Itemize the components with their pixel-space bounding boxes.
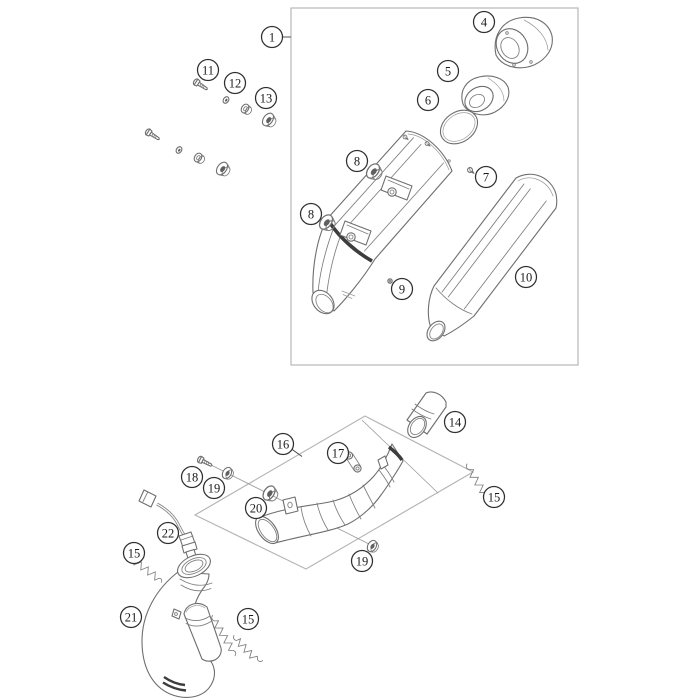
small-washer (221, 95, 231, 105)
sensor-connector (138, 489, 157, 508)
detail-frame-midpipe-group (193, 415, 475, 570)
end-cap-inner (461, 75, 510, 116)
spacer-sleeve (239, 102, 254, 117)
pipe-bracket (377, 455, 389, 470)
svg-text:14: 14 (449, 416, 462, 430)
svg-text:19: 19 (356, 555, 369, 569)
connector-sleeve (406, 391, 447, 439)
small-washer (174, 145, 184, 155)
silencer-bracket (380, 175, 413, 201)
svg-text:4: 4 (481, 16, 488, 30)
callout-19[interactable]: 19 (350, 549, 374, 573)
detail-box-silencer-group (290, 7, 579, 366)
svg-text:17: 17 (332, 447, 345, 461)
svg-text:5: 5 (445, 65, 451, 79)
header-pipe (141, 553, 222, 698)
callout-15[interactable]: 15 (482, 485, 506, 509)
svg-text:19: 19 (208, 482, 221, 496)
svg-text:13: 13 (260, 92, 273, 106)
callout-5[interactable]: 5 (436, 59, 460, 83)
sensor-hex (181, 541, 198, 554)
svg-text:15: 15 (128, 547, 141, 561)
pipe-bracket (282, 496, 299, 515)
chamber-tab (171, 608, 182, 620)
callout-18[interactable]: 18 (180, 465, 204, 489)
callout-8[interactable]: 8 (345, 149, 369, 173)
header-flange (177, 553, 211, 579)
callout-17[interactable]: 17 (326, 441, 350, 465)
svg-text:9: 9 (399, 283, 405, 297)
spring (233, 635, 263, 663)
silencer-outer-sleeve (426, 173, 558, 342)
callout-6[interactable]: 6 (416, 88, 440, 112)
svg-text:18: 18 (186, 471, 199, 485)
svg-text:6: 6 (425, 94, 431, 108)
rivet-center (388, 279, 392, 283)
callout-1[interactable]: 1 (260, 25, 284, 49)
svg-text:20: 20 (250, 502, 263, 516)
svg-text:12: 12 (229, 77, 242, 91)
callout-10[interactable]: 10 (514, 265, 538, 289)
svg-text:15: 15 (242, 613, 255, 627)
callout-14[interactable]: 14 (443, 410, 467, 434)
callout-15[interactable]: 15 (122, 541, 146, 565)
svg-text:15: 15 (488, 491, 501, 505)
svg-text:8: 8 (308, 208, 314, 222)
pipe-mount-bolt (195, 454, 215, 470)
svg-text:10: 10 (520, 271, 533, 285)
gasket-ring (439, 109, 479, 145)
callout-13[interactable]: 13 (254, 86, 278, 110)
callout-21[interactable]: 21 (119, 605, 143, 629)
callout-19[interactable]: 19 (202, 476, 226, 500)
lambda-sensor (138, 489, 198, 560)
callout-16[interactable]: 16 (271, 432, 295, 456)
svg-text:11: 11 (202, 64, 214, 78)
mid-pipe (255, 443, 404, 545)
callout-15[interactable]: 15 (236, 607, 260, 631)
svg-text:21: 21 (125, 611, 138, 625)
spring (211, 615, 237, 657)
callout-11[interactable]: 11 (196, 58, 220, 82)
callout-7[interactable]: 7 (474, 165, 498, 189)
spacer-sleeve (192, 151, 207, 166)
callout-20[interactable]: 20 (244, 496, 268, 520)
brand-marking (341, 290, 356, 299)
resonance-chamber (183, 602, 222, 662)
svg-text:1: 1 (269, 31, 275, 45)
callout-12[interactable]: 12 (223, 71, 247, 95)
silencer (311, 130, 453, 315)
mounting-bolt (143, 127, 162, 143)
rubber-grommet (259, 110, 280, 131)
pipe-washer (219, 465, 237, 482)
svg-text:8: 8 (354, 155, 360, 169)
callout-22[interactable]: 22 (156, 521, 180, 545)
cap-screw (466, 166, 476, 176)
silencer-bracket (339, 220, 372, 246)
svg-text:7: 7 (483, 171, 489, 185)
callout-8[interactable]: 8 (299, 202, 323, 226)
callout-9[interactable]: 9 (390, 277, 414, 301)
svg-text:16: 16 (277, 438, 290, 452)
svg-text:22: 22 (162, 527, 175, 541)
end-cap-outer (494, 16, 553, 69)
callout-4[interactable]: 4 (472, 10, 496, 34)
callout-leader (291, 448, 303, 457)
rubber-grommet (213, 159, 234, 180)
rivet (387, 278, 393, 284)
